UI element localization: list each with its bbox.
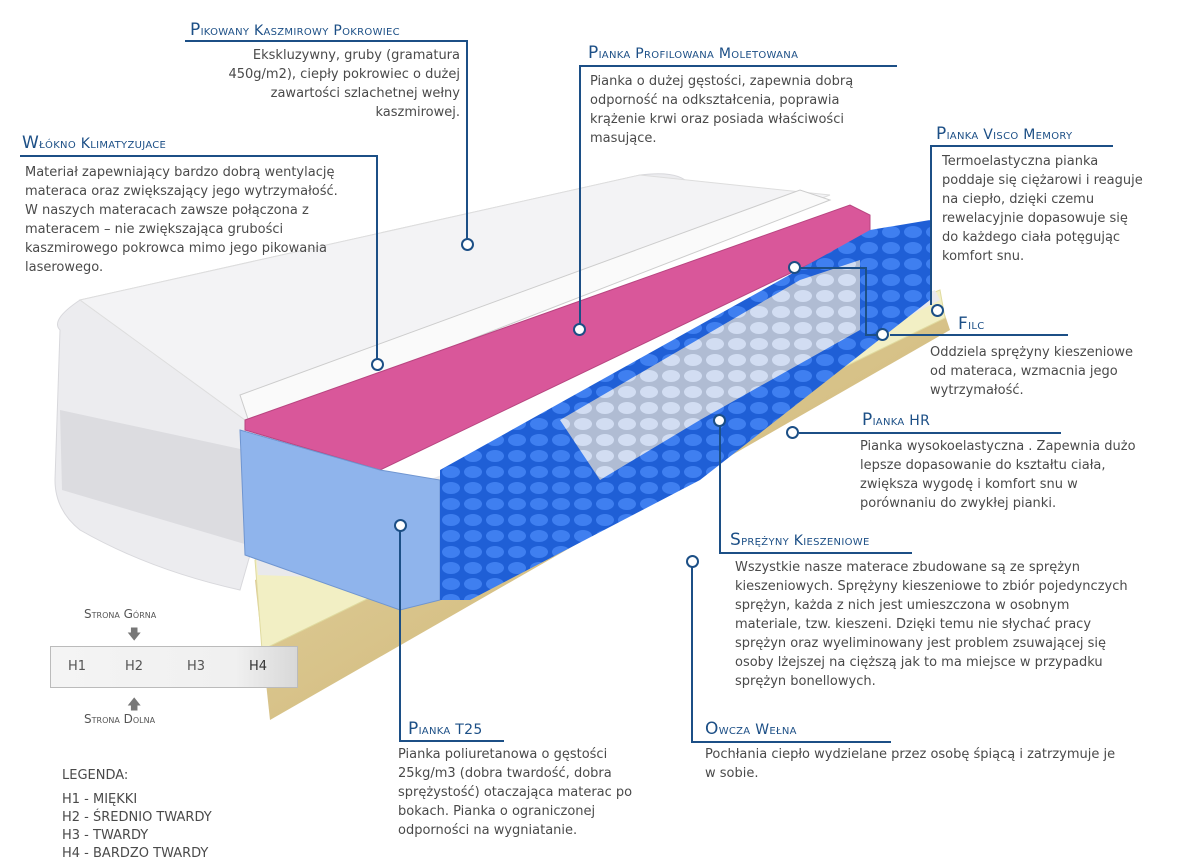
top-side-label: Strona Górna — [84, 607, 157, 621]
white-layer — [239, 189, 832, 426]
profiled-marker — [573, 323, 586, 336]
cover-marker — [461, 238, 474, 251]
wool-description: Pochłania ciepło wydzielane przez osobę … — [705, 747, 1116, 781]
wool-title: Owcza Wełna — [705, 719, 797, 739]
springs-connector — [719, 552, 912, 554]
springs-title: Sprężyny Kieszeniowe — [730, 530, 870, 550]
arrow-up-icon: 🡅 — [127, 697, 142, 713]
legend-item: H3 - TWARDY — [62, 828, 149, 843]
filc-title: Filc — [958, 314, 985, 334]
springs-connector-vertical — [719, 426, 721, 554]
legend-item: H2 - ŚREDNIO TWARDY — [62, 810, 212, 825]
legend-item: H1 - MIĘKKI — [62, 792, 138, 807]
visco-marker — [931, 304, 944, 317]
hardness-scale: H1 H2 H3 H4 — [50, 646, 298, 688]
hardness-level: H3 — [187, 659, 206, 674]
hardness-level-selected: H4 — [249, 659, 268, 674]
t25-title: Pianka T25 — [408, 719, 483, 739]
filc-connector — [890, 334, 1068, 336]
hardness-level: H2 — [125, 659, 144, 674]
visco-connector-vertical — [930, 145, 932, 305]
fiber-marker — [371, 358, 384, 371]
hr-title: Pianka HR — [862, 410, 931, 430]
profiled-connector-vertical — [579, 65, 581, 325]
fiber-connector — [20, 155, 378, 157]
top-cover-panel — [78, 174, 831, 421]
filc-marker — [876, 328, 889, 341]
pocket-springs-white — [560, 260, 860, 480]
arrow-down-icon: 🡇 — [127, 627, 142, 643]
cover-band — [60, 410, 248, 545]
profiled-title: Pianka Profilowana Moletowana — [588, 43, 799, 63]
filc-connector-c — [865, 334, 877, 336]
profiled-connector — [579, 65, 897, 67]
bottom-side-label: Strona Dolna — [84, 712, 156, 726]
hr-connector — [799, 432, 1061, 434]
fiber-description: Materiał zapewniający bardzo dobrą wenty… — [25, 165, 338, 275]
filc-connector-b — [865, 267, 867, 336]
cover-title: Pikowany Kaszmirowy Pokrowiec — [190, 20, 400, 40]
wool-connector — [691, 741, 891, 743]
filc-connector-a — [799, 267, 866, 269]
t25-connector-vertical — [399, 531, 401, 741]
wool-connector-vertical — [691, 567, 693, 742]
springs-description: Wszystkie nasze materace zbudowane są ze… — [735, 560, 1128, 689]
legend-item: H4 - BARDZO TWARDY — [62, 846, 209, 861]
legend-title: LEGENDA: — [62, 768, 129, 783]
hardness-level: H1 — [68, 659, 87, 674]
fiber-connector-vertical — [376, 155, 378, 360]
visco-connector — [930, 145, 1113, 147]
cover-connector — [185, 40, 468, 42]
hr-marker — [786, 426, 799, 439]
visco-title: Pianka Visco Memory — [936, 124, 1073, 144]
t25-connector — [399, 740, 504, 742]
fiber-title: Włókno Klimatyzujace — [22, 133, 167, 153]
cover-connector-vertical — [466, 40, 468, 240]
